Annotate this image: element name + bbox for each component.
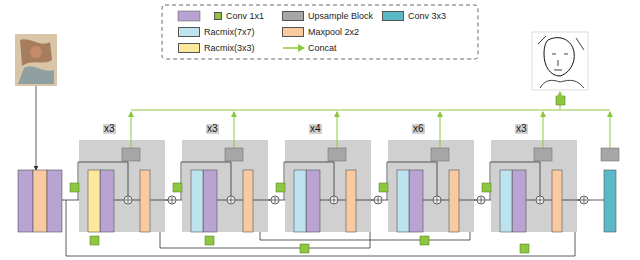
repeat-count: x3	[206, 124, 219, 134]
legend-swatch	[178, 43, 200, 53]
legend-swatch	[178, 27, 200, 37]
legend-text: Racmix(7x7)	[204, 28, 255, 37]
repeat-count: x3	[515, 124, 528, 134]
repeat-count: x6	[412, 124, 425, 134]
legend-swatch	[282, 11, 304, 21]
legend-text: Conv 3x3	[408, 12, 446, 21]
repeat-count: x3	[103, 124, 116, 134]
legend-swatch	[214, 12, 222, 20]
legend-text: Conv 1x1	[226, 12, 264, 21]
legend-text: Racmix(3x3)	[204, 44, 255, 53]
legend-text: Maxpool 2x2	[308, 28, 359, 37]
repeat-count: x4	[309, 124, 322, 134]
legend-swatch	[282, 27, 304, 37]
legend-arrow-sample	[282, 43, 306, 53]
legend-swatch	[382, 11, 404, 21]
legend-text: Concat	[308, 44, 337, 53]
legend-text: Upsample Block	[308, 12, 373, 21]
